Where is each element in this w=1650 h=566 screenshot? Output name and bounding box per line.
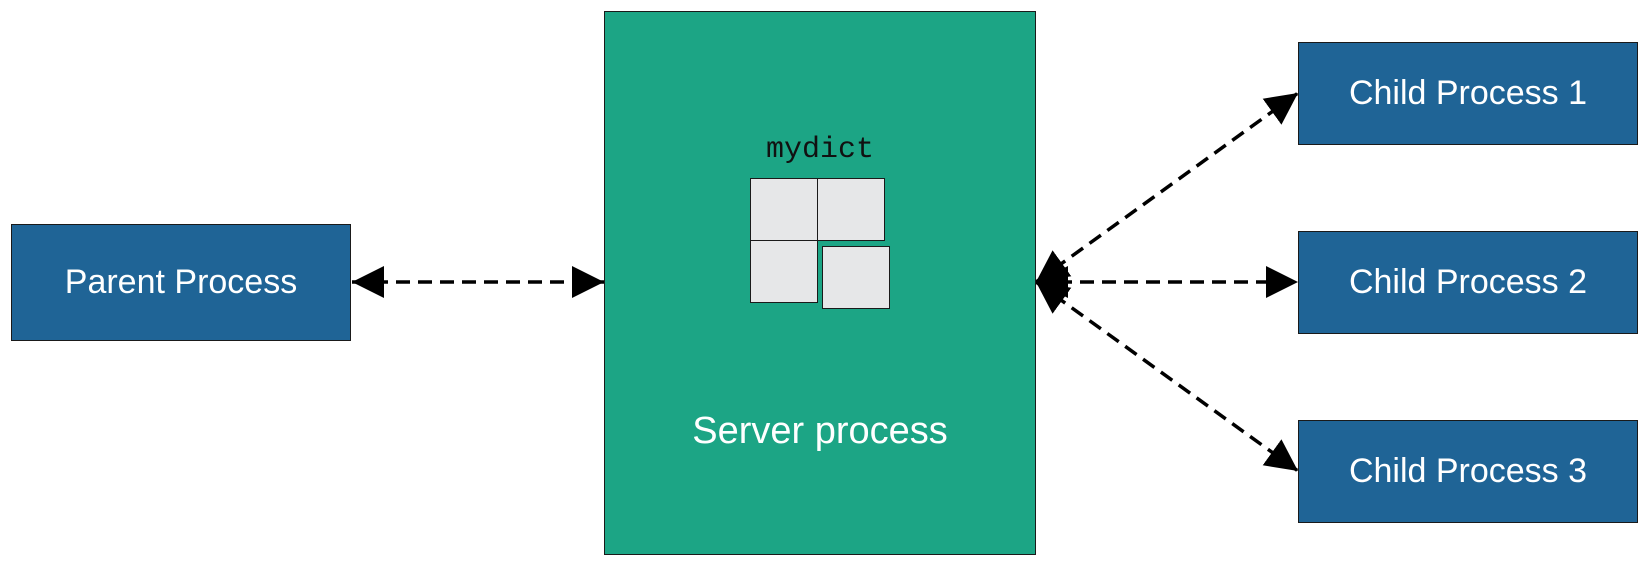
server-child-1-arrow: [1034, 91, 1300, 284]
dict-cell: [817, 178, 885, 241]
child-process-3-box: Child Process 3: [1298, 420, 1638, 523]
parent-process-label: Parent Process: [64, 263, 298, 301]
server-process-box: [604, 11, 1036, 555]
server-child-3-arrow: [1034, 280, 1300, 473]
server-process-label: Server process: [692, 410, 948, 452]
dict-name-label: mydict: [765, 133, 875, 167]
dict-cell: [822, 246, 890, 309]
child-process-2-label: Child Process 2: [1348, 263, 1588, 301]
child-process-3-label: Child Process 3: [1348, 452, 1588, 490]
child-process-1-label: Child Process 1: [1348, 74, 1588, 112]
dict-cell: [750, 178, 818, 241]
parent-process-box: Parent Process: [11, 224, 351, 341]
child-process-2-box: Child Process 2: [1298, 231, 1638, 334]
dict-cell: [750, 240, 818, 303]
child-process-1-box: Child Process 1: [1298, 42, 1638, 145]
